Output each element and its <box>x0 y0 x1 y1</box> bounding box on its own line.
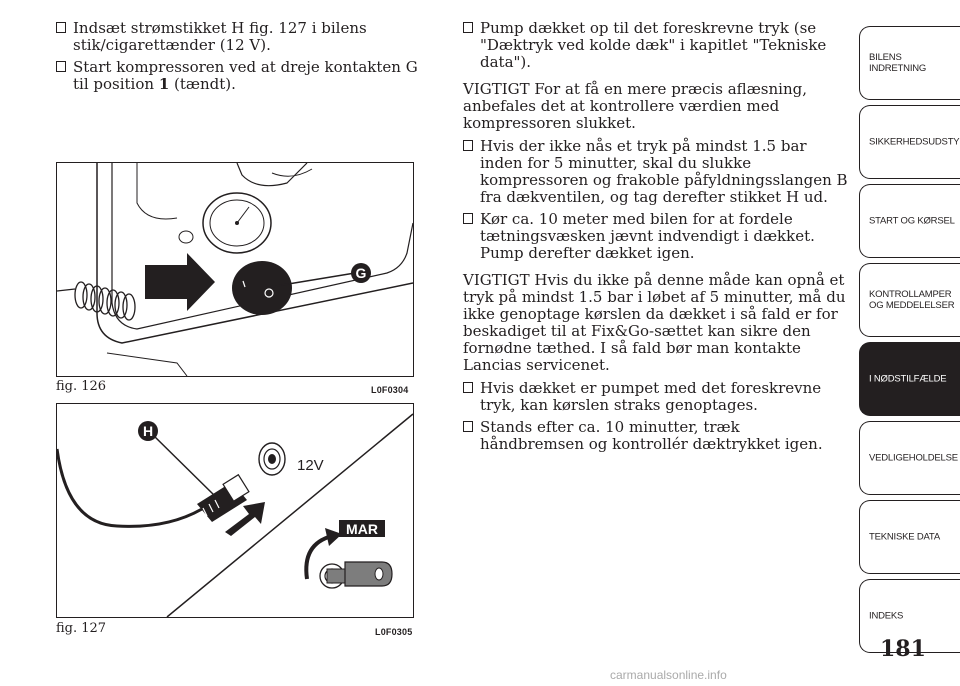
checkbox-icon <box>56 61 66 72</box>
left-column: Indsæt strømstikket H fig. 127 i bilens … <box>56 20 436 98</box>
figure-127-code: L0F0305 <box>375 627 413 637</box>
checkbox-icon <box>56 22 66 33</box>
tab-indeks[interactable]: INDEKS <box>859 579 960 653</box>
socket-illustration: 12V H MAR <box>57 413 413 617</box>
figure-127-power-socket: 12V H MAR <box>56 403 414 618</box>
label-12v: 12V <box>297 457 324 474</box>
tab-i-nodstilfaelde[interactable]: I NØDSTILFÆLDE <box>859 342 960 416</box>
instruction-bullet: Start kompressoren ved at dreje kontakte… <box>56 59 436 93</box>
instruction-bullet: Kør ca. 10 meter med bilen for at fordel… <box>463 211 848 262</box>
compressor-illustration: G <box>57 163 413 376</box>
figure-126-caption: fig. 126 <box>56 379 107 394</box>
figure-126-compressor-switch: G <box>56 162 414 377</box>
checkbox-icon <box>463 213 473 224</box>
page-number: 181 <box>880 636 926 662</box>
figure-126-code: L0F0304 <box>371 385 409 395</box>
checkbox-icon <box>463 22 473 33</box>
instruction-bullet: Hvis der ikke nås et tryk på mindst 1.5 … <box>463 138 848 206</box>
tab-start-og-korsel[interactable]: START OG KØRSEL <box>859 184 960 258</box>
warning-paragraph: VIGTIGT For at få en mere præcis aflæsni… <box>463 80 807 132</box>
callout-h: H <box>143 423 153 439</box>
tab-sikkerhedsudstyr[interactable]: SIKKERHEDSUDSTYR <box>859 105 960 179</box>
checkbox-icon <box>463 421 473 432</box>
instruction-bullet: Hvis dækket er pumpet med det foreskrevn… <box>463 380 848 414</box>
checkbox-icon <box>463 382 473 393</box>
instruction-bullet: Indsæt strømstikket H fig. 127 i bilens … <box>56 20 436 54</box>
figure-127-caption: fig. 127 <box>56 621 107 636</box>
checkbox-icon <box>463 140 473 151</box>
badge-mar: MAR <box>346 521 378 537</box>
callout-g: G <box>356 265 367 281</box>
watermark: carmanualsonline.info <box>610 668 727 682</box>
tab-vedligeholdelse[interactable]: VEDLIGEHOLDELSE <box>859 421 960 495</box>
tab-tekniske-data[interactable]: TEKNISKE DATA <box>859 500 960 574</box>
instruction-bullet: Stands efter ca. 10 minutter, træk håndb… <box>463 419 848 453</box>
instruction-bullet: Pump dækket op til det foreskrevne tryk … <box>463 20 848 71</box>
right-column: Pump dækket op til det foreskrevne tryk … <box>463 20 848 458</box>
warning-paragraph: VIGTIGT Hvis du ikke på denne måde kan o… <box>463 271 846 374</box>
